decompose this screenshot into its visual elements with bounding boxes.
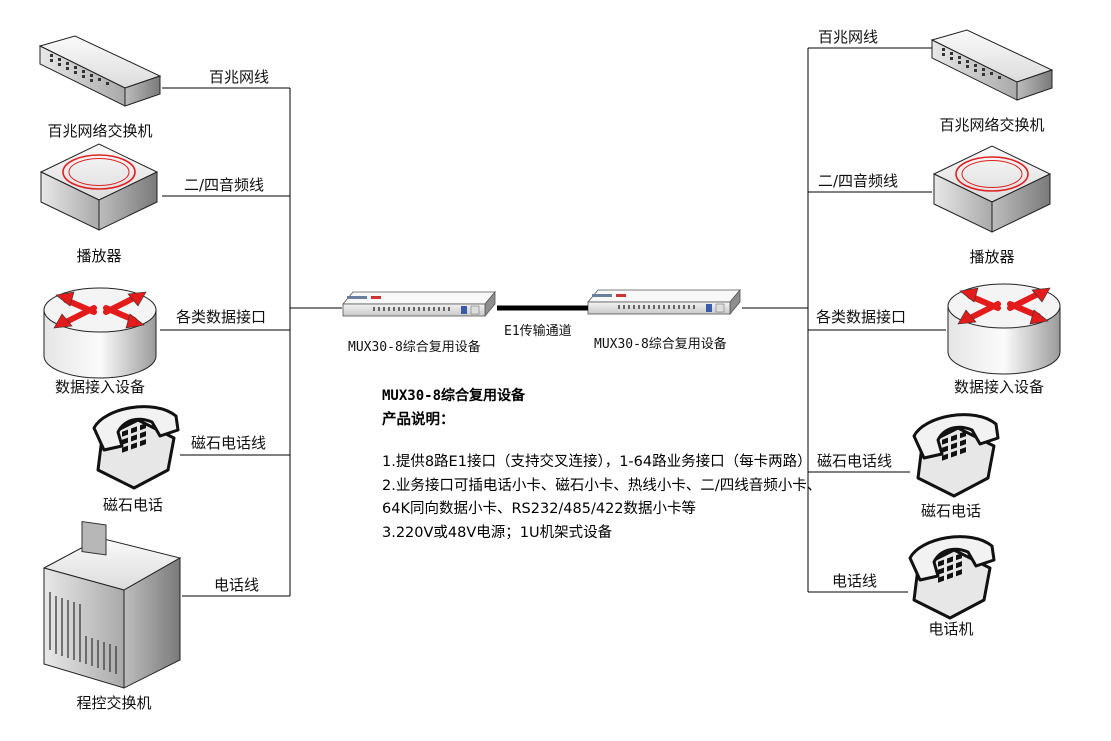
- right-magneto-phone-label: 磁石电话: [920, 502, 982, 520]
- right-connection-lines: [742, 47, 946, 593]
- right-device-phone: [908, 535, 996, 620]
- right-router-label: 数据接入设备: [953, 378, 1045, 396]
- right-device-switch: [931, 29, 1053, 101]
- description-item: 1.提供8路E1接口（支持交叉连接），1-64路业务接口（每卡两路）: [382, 454, 812, 470]
- left-device-router: [44, 288, 156, 378]
- mux-left-label: MUX30-8综合复用设备: [348, 340, 481, 355]
- right-switch-label: 百兆网络交换机: [939, 116, 1045, 134]
- product-description: MUX30-8综合复用设备 产品说明： 1.提供8路E1接口（支持交叉连接），1…: [382, 385, 822, 545]
- left-audio-line-label: 二/四音频线: [184, 176, 265, 194]
- right-data-line-label: 各类数据接口: [816, 308, 907, 326]
- mux-right-label: MUX30-8综合复用设备: [594, 337, 727, 352]
- right-ethernet-line-label: 百兆网线: [818, 28, 879, 46]
- left-pbx-label: 程控交换机: [76, 694, 152, 712]
- right-phone-label: 电话机: [928, 620, 974, 638]
- description-title: MUX30-8综合复用设备: [382, 388, 526, 404]
- left-player-label: 播放器: [76, 247, 122, 265]
- right-magneto-line-label: 磁石电话线: [817, 452, 893, 470]
- right-audio-line-label: 二/四音频线: [818, 172, 899, 190]
- left-magneto-phone-label: 磁石电话: [102, 496, 164, 514]
- description-subtitle: 产品说明：: [382, 411, 455, 428]
- right-device-magneto-phone: [912, 413, 1000, 498]
- left-switch-label: 百兆网络交换机: [47, 122, 153, 140]
- description-item: 3.220V或48V电源；1U机架式设备: [382, 524, 613, 541]
- left-magneto-line-label: 磁石电话线: [191, 434, 267, 452]
- right-device-player: [933, 145, 1051, 233]
- left-data-line-label: 各类数据接口: [176, 308, 267, 326]
- left-device-magneto-phone: [92, 405, 180, 490]
- description-item: 2.业务接口可插电话小卡、磁石小卡、热线小卡、二/四线音频小卡、64K同向数据小…: [382, 477, 822, 518]
- left-device-player: [40, 143, 158, 231]
- left-ethernet-line-label: 百兆网线: [209, 68, 270, 86]
- left-device-switch: [39, 35, 161, 107]
- left-connection-lines: [160, 87, 342, 597]
- right-player-label: 播放器: [969, 248, 1015, 266]
- right-device-router: [948, 284, 1060, 374]
- mux-left-device: [342, 291, 496, 317]
- left-device-pbx: [42, 520, 182, 689]
- e1-link-label: E1传输通道: [504, 324, 572, 339]
- mux-right-device: [587, 289, 741, 315]
- left-phone-line-label: 电话线: [214, 576, 260, 594]
- right-phone-line-label: 电话线: [832, 572, 878, 590]
- left-router-label: 数据接入设备: [54, 378, 146, 396]
